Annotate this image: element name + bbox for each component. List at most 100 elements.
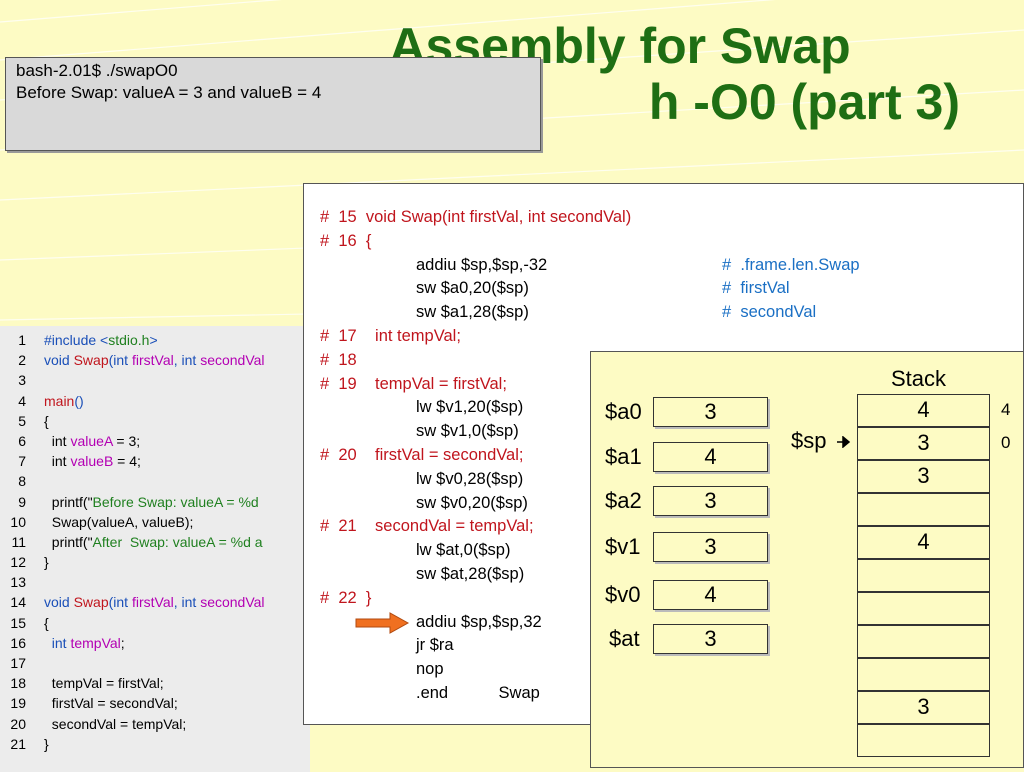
code-token: int <box>44 453 71 470</box>
code-token: #include < <box>44 332 109 348</box>
register-name: $a0 <box>605 399 642 424</box>
code-text: } <box>44 734 49 754</box>
code-text: int valueA = 3; <box>44 431 140 451</box>
code-token: valueB <box>70 453 114 470</box>
code-token: main <box>44 392 75 409</box>
stack-cell: 3 <box>857 427 990 460</box>
line-number: 7 <box>18 453 26 470</box>
register-value: 4 <box>653 442 768 472</box>
code-text: printf("Before Swap: valueA = %d <box>44 492 259 512</box>
stack-offset-label: 4 <box>1001 400 1011 419</box>
code-text: void Swap(int firstVal, int secondVal <box>44 592 265 612</box>
code-text: printf("After Swap: valueA = %d a <box>44 532 263 552</box>
register-name: $v1 <box>605 534 641 559</box>
stack-cell: 3 <box>857 691 990 724</box>
code-line: 11 printf("After Swap: valueA = %d a <box>0 532 310 552</box>
code-line: 5{ <box>0 411 310 431</box>
code-token: , <box>173 594 182 611</box>
code-token: { <box>44 614 49 631</box>
title-line-2: h -O0 (part 3) <box>648 74 960 130</box>
code-text: tempVal = firstVal; <box>44 673 164 693</box>
code-token: tempVal <box>70 634 121 651</box>
code-text: { <box>44 411 49 431</box>
code-token: Swap <box>73 352 109 369</box>
line-number: 3 <box>18 372 26 389</box>
asm-instruction: sw $at,28($sp) <box>416 565 525 583</box>
code-token: Swap(valueA, valueB); <box>44 513 194 530</box>
line-number: 19 <box>10 695 26 712</box>
code-token: { <box>44 412 49 429</box>
asm-instruction: addiu $sp,$sp,32 <box>416 612 542 631</box>
source-comment-line: # 18 <box>320 350 357 369</box>
line-number: 13 <box>10 574 26 591</box>
asm-instruction: jr $ra <box>416 636 454 655</box>
line-number: 2 <box>18 352 26 369</box>
asm-instruction: sw $a0,20($sp) <box>416 279 529 298</box>
code-token: () <box>74 392 84 409</box>
source-comment-line: # 21 secondVal = tempVal; <box>320 517 534 536</box>
code-text: { <box>44 613 49 633</box>
terminal-line: bash-2.01$ ./swapO0 <box>16 61 178 80</box>
code-token: int <box>113 594 132 611</box>
source-comment-line: # 20 firstVal = secondVal; <box>320 446 524 464</box>
current-instruction-arrow-icon <box>355 612 410 634</box>
code-token: firstVal = secondVal; <box>44 695 178 712</box>
line-number: 21 <box>10 735 26 752</box>
register-value: 3 <box>653 532 768 562</box>
code-line: 9 printf("Before Swap: valueA = %d <box>0 492 310 512</box>
c-source-listing: 1 #include <stdio.h> 2 void Swap(int firstV… <box>0 326 310 772</box>
line-number: 4 <box>18 392 26 409</box>
source-comment-line: # 16 { <box>320 231 372 250</box>
code-token: printf(" <box>44 533 93 550</box>
source-comment-line: # 17 int tempVal; <box>320 327 461 345</box>
line-number: 5 <box>18 412 26 429</box>
code-text: void Swap(int firstVal, int secondVal <box>44 350 265 370</box>
register-value: 3 <box>653 486 768 516</box>
source-comment-line: # 22 } <box>320 588 372 607</box>
code-text: #include <stdio.h> <box>44 330 158 350</box>
code-line: 19 firstVal = secondVal; <box>0 693 310 713</box>
register-value: 4 <box>653 580 768 610</box>
code-token: int <box>44 634 71 651</box>
line-number: 9 <box>18 493 26 510</box>
stack-cell <box>857 592 990 625</box>
code-text: } <box>44 552 49 572</box>
code-token: } <box>44 554 49 571</box>
code-token: secondVal <box>200 594 265 611</box>
code-line: 16 int tempVal; <box>0 633 310 653</box>
stack-cell: 4 <box>857 526 990 559</box>
code-text: secondVal = tempVal; <box>44 714 187 734</box>
asm-instruction: .end Swap <box>416 684 540 702</box>
code-token: ( <box>108 352 114 369</box>
code-text: int tempVal; <box>44 633 125 653</box>
stack-cell <box>857 724 990 757</box>
line-number: 12 <box>10 554 26 571</box>
code-line: 20 secondVal = tempVal; <box>0 714 310 734</box>
stack-cell <box>857 559 990 592</box>
stack-title: Stack <box>891 366 947 391</box>
register-name: $a1 <box>605 444 642 469</box>
stack-cell <box>857 658 990 691</box>
asm-instruction: lw $at,0($sp) <box>416 541 511 560</box>
code-token: Swap <box>73 594 109 611</box>
stack-cell: 3 <box>857 460 990 493</box>
code-token: = 4; <box>113 453 141 470</box>
code-token: = 3; <box>112 432 141 449</box>
line-number: 16 <box>10 634 26 651</box>
register-value: 3 <box>653 624 768 654</box>
code-token: After Swap: valueA = %d a <box>92 533 263 550</box>
stack-cell <box>857 493 990 526</box>
code-line: 3 <box>0 370 310 390</box>
code-line: 13 <box>0 572 310 592</box>
asm-instruction: sw $a1,28($sp) <box>416 303 529 322</box>
source-comment-line: # 19 tempVal = firstVal; <box>320 374 507 393</box>
asm-instruction: lw $v1,20($sp) <box>416 398 524 417</box>
code-token: Before Swap: valueA = %d <box>92 493 259 510</box>
terminal-output: bash-2.01$ ./swapO0 Before Swap: valueA … <box>5 57 541 151</box>
code-token: } <box>44 735 49 752</box>
asm-instruction: sw $v1,0($sp) <box>416 422 519 441</box>
register-name: $a2 <box>605 488 642 513</box>
code-token: , <box>173 352 182 369</box>
line-number: 1 <box>18 332 26 348</box>
